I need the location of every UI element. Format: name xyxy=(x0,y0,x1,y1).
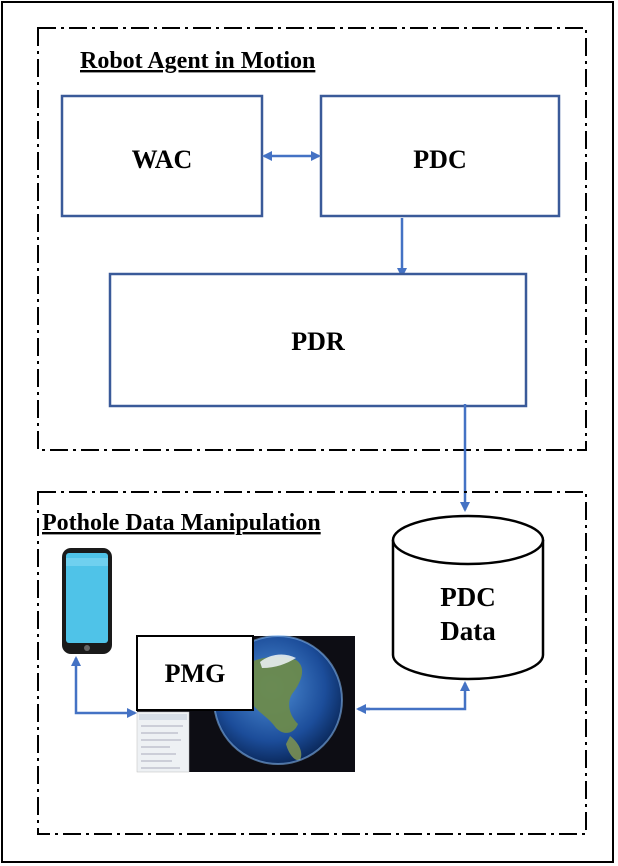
pdc-box xyxy=(319,94,561,218)
robot-agent-group xyxy=(37,27,587,451)
pmg-label: PMG xyxy=(165,659,226,688)
smartphone-icon xyxy=(62,548,112,654)
title-backdrop xyxy=(40,508,356,540)
pothole-manipulation-group xyxy=(37,491,587,835)
pmg-pdcdata-connector xyxy=(359,681,470,711)
pdr-box xyxy=(108,272,528,408)
phone-pmg-connector xyxy=(74,660,137,718)
wac-box xyxy=(60,94,264,218)
wac-label: WAC xyxy=(132,145,193,174)
pdc-label: PDC xyxy=(413,145,466,174)
pdc-data-label-line2: Data xyxy=(440,616,496,646)
robot-agent-title: Robot Agent in Motion xyxy=(80,48,315,74)
app-sidebar xyxy=(136,711,190,773)
pdr-label: PDR xyxy=(291,327,345,356)
pmg-box xyxy=(136,635,254,711)
pdc-data-label-line1: PDC xyxy=(440,582,496,612)
pothole-manipulation-title: Pothole Data Manipulation xyxy=(42,510,321,536)
pdc-data-cylinder: PDC Data xyxy=(391,514,545,681)
